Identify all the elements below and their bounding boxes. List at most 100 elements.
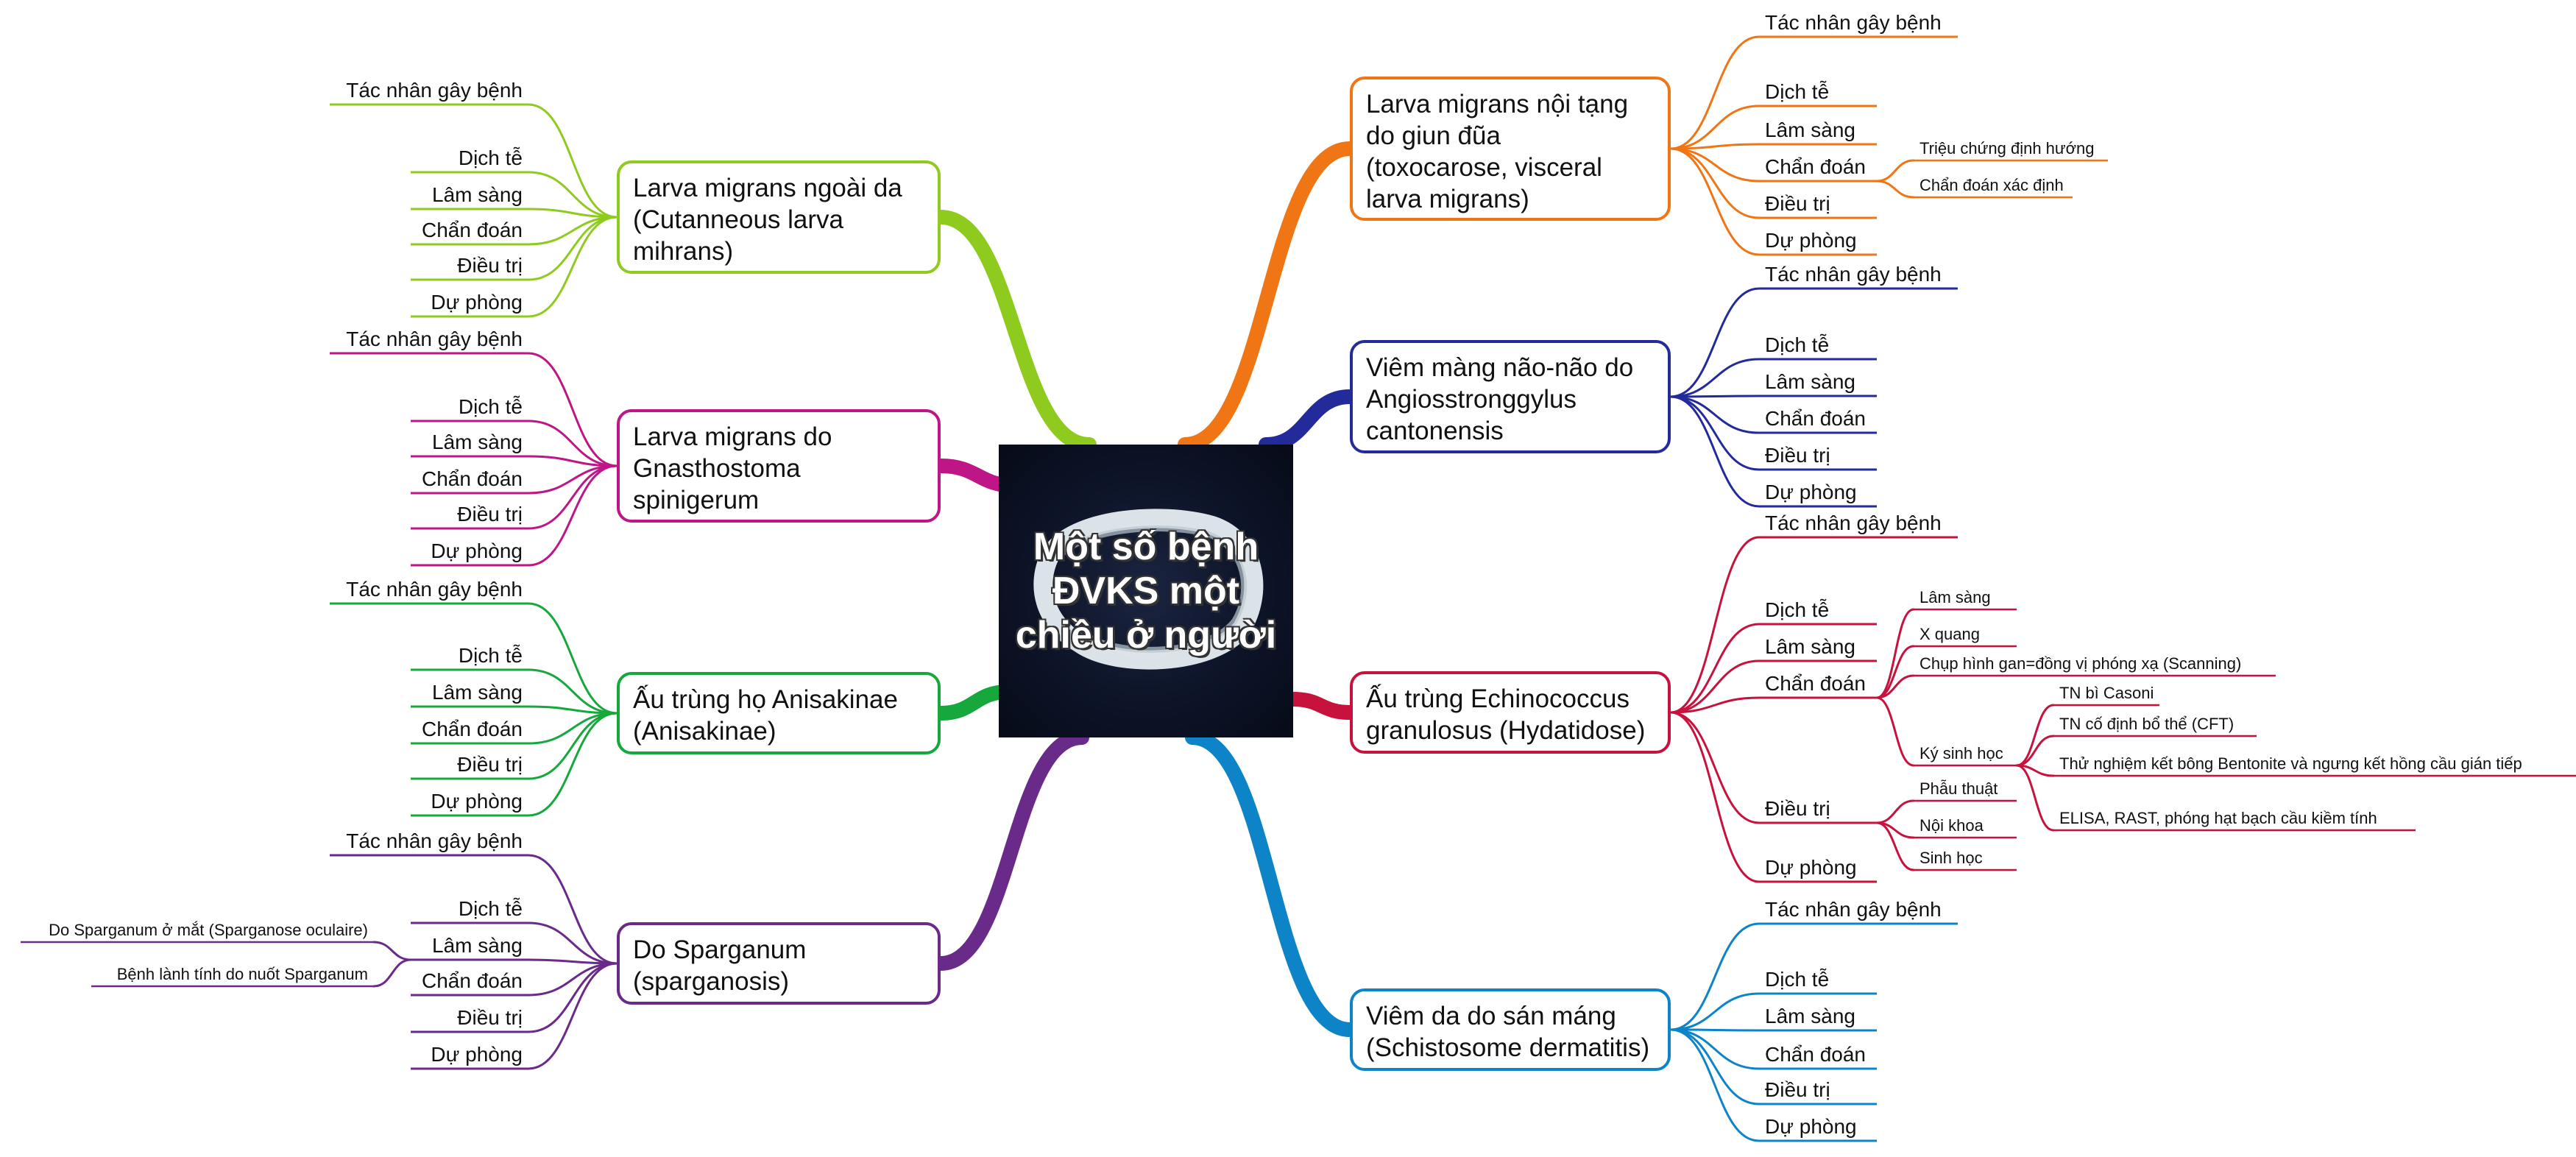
subtopic-dieu-tri[interactable]: Điều trị — [1765, 797, 1830, 820]
central-topic[interactable]: Một số bệnh ĐVKS một chiều ở người — [999, 445, 1293, 737]
subtopic-chan-doan[interactable]: Chẩn đoán — [422, 219, 523, 241]
subtopic-tac-nhan-gay-benh[interactable]: Tác nhân gây bệnh — [1765, 898, 1942, 921]
detail-tn-co-dinh-bo-the-cft[interactable]: TN cố định bổ thể (CFT) — [2059, 715, 2234, 733]
subtopic-du-phong[interactable]: Dự phòng — [431, 291, 523, 314]
detail-benh-lanh-tinh-do-nuot-sparganum[interactable]: Bệnh lành tính do nuốt Sparganum — [117, 965, 368, 983]
topic-connector-left-3-4 — [527, 712, 618, 780]
topic-connector-left-4-4 — [527, 962, 618, 1033]
detail-chup-hinh-gan-dong-vi-phong-xa-scanning[interactable]: Chụp hình gan=đồng vị phóng xạ (Scanning… — [1919, 654, 2241, 673]
detail-lam-sang[interactable]: Lâm sàng — [1919, 588, 1991, 606]
topic-connector-right-2-5 — [1669, 395, 1761, 508]
detail-tn-bi-casoni[interactable]: TN bì Casoni — [2059, 684, 2154, 702]
topic-node-label: Viêm da do sán máng — [1366, 1002, 1616, 1030]
detail-thu-nghiem-ket-bong-bentonite-va-ngung-ket-hong-cau-gian-tiep[interactable]: Thử nghiệm kết bông Bentonite và ngưng k… — [2059, 754, 2522, 773]
detail-sinh-hoc[interactable]: Sinh học — [1919, 849, 1983, 867]
subtopic-tac-nhan-gay-benh[interactable]: Tác nhân gây bệnh — [346, 328, 523, 350]
detail-ky-sinh-hoc[interactable]: Ký sinh học — [1919, 744, 2003, 763]
subtopic-dich-te[interactable]: Dịch tễ — [1765, 968, 1829, 991]
topic-connector-right-2-4 — [1669, 395, 1761, 471]
subtopic-dich-te[interactable]: Dịch tễ — [459, 395, 523, 418]
subtopic-lam-sang[interactable]: Lâm sàng — [1765, 118, 1855, 141]
topic-connector-left-2-4 — [527, 464, 618, 530]
subtopic-du-phong[interactable]: Dự phòng — [1765, 229, 1857, 252]
subtopic-chan-doan[interactable]: Chẩn đoán — [422, 969, 523, 992]
topic-connector-left-2-5 — [527, 464, 618, 567]
subtopic-tac-nhan-gay-benh[interactable]: Tác nhân gây bệnh — [346, 79, 523, 102]
topic-node-left-3[interactable]: Ấu trùng họ Anisakinae (Anisakinae) — [617, 672, 941, 754]
subtopic-chan-doan[interactable]: Chẩn đoán — [1765, 672, 1866, 695]
topic-connector-left-4-5 — [527, 962, 618, 1070]
subtopic-dich-te[interactable]: Dịch tễ — [1765, 333, 1829, 356]
branch-trunk-right-3 — [1286, 692, 1357, 720]
detail-phau-thuat[interactable]: Phẫu thuật — [1919, 779, 1998, 798]
detail-trieu-chung-dinh-huong[interactable]: Triệu chứng định hướng — [1919, 139, 2095, 158]
subtopic-lam-sang[interactable]: Lâm sàng — [432, 681, 523, 704]
topic-connector-left-4-0 — [527, 854, 618, 965]
subtopic-du-phong[interactable]: Dự phòng — [1765, 481, 1857, 503]
topic-connector-right-3-5 — [1669, 711, 1761, 883]
subtopic-dich-te[interactable]: Dịch tễ — [1765, 598, 1829, 621]
subtopic-lam-sang[interactable]: Lâm sàng — [432, 183, 523, 206]
topic-connector-right-3-1 — [1669, 623, 1761, 714]
detail-connector-right-3-0-2 — [1875, 674, 1915, 699]
subtopic-lam-sang[interactable]: Lâm sàng — [1765, 370, 1855, 393]
topic-node-label: Do Sparganum — [633, 935, 807, 964]
subtopic-du-phong[interactable]: Dự phòng — [431, 790, 523, 813]
topic-connector-right-2-1 — [1669, 358, 1761, 398]
subtopic-chan-doan[interactable]: Chẩn đoán — [1765, 1043, 1866, 1066]
branch-trunk-right-4 — [1185, 730, 1357, 1037]
subtopic-lam-sang[interactable]: Lâm sàng — [432, 431, 523, 453]
subtopic-tac-nhan-gay-benh[interactable]: Tác nhân gây bệnh — [346, 578, 523, 601]
subtopic-tac-nhan-gay-benh[interactable]: Tác nhân gây bệnh — [1765, 11, 1942, 34]
topic-connector-left-3-2 — [527, 705, 618, 715]
subtopic-du-phong[interactable]: Dự phòng — [1765, 856, 1857, 879]
detail-do-sparganum-o-mat-sparganose-oculaire[interactable]: Do Sparganum ở mắt (Sparganose oculaire) — [49, 921, 368, 939]
subtopic-lam-sang[interactable]: Lâm sàng — [432, 934, 523, 957]
subtopic-dich-te[interactable]: Dịch tễ — [1765, 80, 1829, 103]
topic-node-right-4[interactable]: Viêm da do sán máng(Schistosome dermatit… — [1350, 988, 1671, 1071]
topic-node-label: Ấu trùng họ Anisakinae — [633, 685, 898, 714]
topic-connector-right-3-4 — [1669, 711, 1761, 824]
subtopic-du-phong[interactable]: Dự phòng — [431, 539, 523, 562]
topic-connector-right-3-2 — [1669, 659, 1761, 714]
subtopic-dich-te[interactable]: Dịch tễ — [459, 897, 523, 920]
topic-node-left-4[interactable]: Do Sparganum(sparganosis) — [617, 922, 941, 1005]
subtopic-chan-doan[interactable]: Chẩn đoán — [1765, 155, 1866, 178]
branch-trunk-left-3 — [933, 684, 1016, 721]
subtopic-dieu-tri[interactable]: Điều trị — [457, 1006, 523, 1029]
detail-noi-khoa[interactable]: Nội khoa — [1919, 816, 1984, 835]
subtopic-tac-nhan-gay-benh[interactable]: Tác nhân gây bệnh — [1765, 512, 1942, 534]
subtopic-chan-doan[interactable]: Chẩn đoán — [1765, 407, 1866, 430]
subtopic-chan-doan[interactable]: Chẩn đoán — [422, 467, 523, 490]
topic-connector-left-2-3 — [527, 464, 618, 495]
subtopic-tac-nhan-gay-benh[interactable]: Tác nhân gây bệnh — [1765, 263, 1942, 286]
subtopic-du-phong[interactable]: Dự phòng — [431, 1043, 523, 1066]
subtopic-du-phong[interactable]: Dự phòng — [1765, 1115, 1857, 1138]
subtopic-lam-sang[interactable]: Lâm sàng — [1765, 1005, 1855, 1027]
detail-connector-right-3-2-2 — [1875, 821, 1915, 871]
subtopic-dich-te[interactable]: Dịch tễ — [459, 146, 523, 169]
detail-connector-left-4-0-0 — [372, 941, 412, 961]
topic-node-label: do giun đũa — [1366, 121, 1501, 150]
detail-elisa-rast-phong-hat-bach-cau-kiem-tinh[interactable]: ELISA, RAST, phóng hạt bạch cầu kiềm tín… — [2059, 809, 2377, 827]
detail-connector-right-1-0-0 — [1875, 159, 1915, 183]
subtopic-dieu-tri[interactable]: Điều trị — [1765, 192, 1830, 215]
subtopic-lam-sang[interactable]: Lâm sàng — [1765, 635, 1855, 658]
subtopic-dieu-tri[interactable]: Điều trị — [457, 503, 523, 526]
subtopic-dieu-tri[interactable]: Điều trị — [457, 753, 523, 776]
subtopic-dieu-tri[interactable]: Điều trị — [1765, 444, 1830, 467]
subtopic-dich-te[interactable]: Dịch tễ — [459, 644, 523, 667]
subtopic-chan-doan[interactable]: Chẩn đoán — [422, 718, 523, 740]
subtopic-dieu-tri[interactable]: Điều trị — [1765, 1078, 1830, 1101]
topic-node-label: (Anisakinae) — [633, 717, 776, 746]
subtopic-tac-nhan-gay-benh[interactable]: Tác nhân gây bệnh — [346, 829, 523, 852]
detail-chan-doan-xac-dinh[interactable]: Chẩn đoán xác định — [1919, 176, 2064, 194]
topic-node-label: Angiosstronggylus — [1366, 385, 1577, 414]
detail-x-quang[interactable]: X quang — [1919, 625, 1980, 643]
subtopic-dieu-tri[interactable]: Điều trị — [457, 254, 523, 277]
